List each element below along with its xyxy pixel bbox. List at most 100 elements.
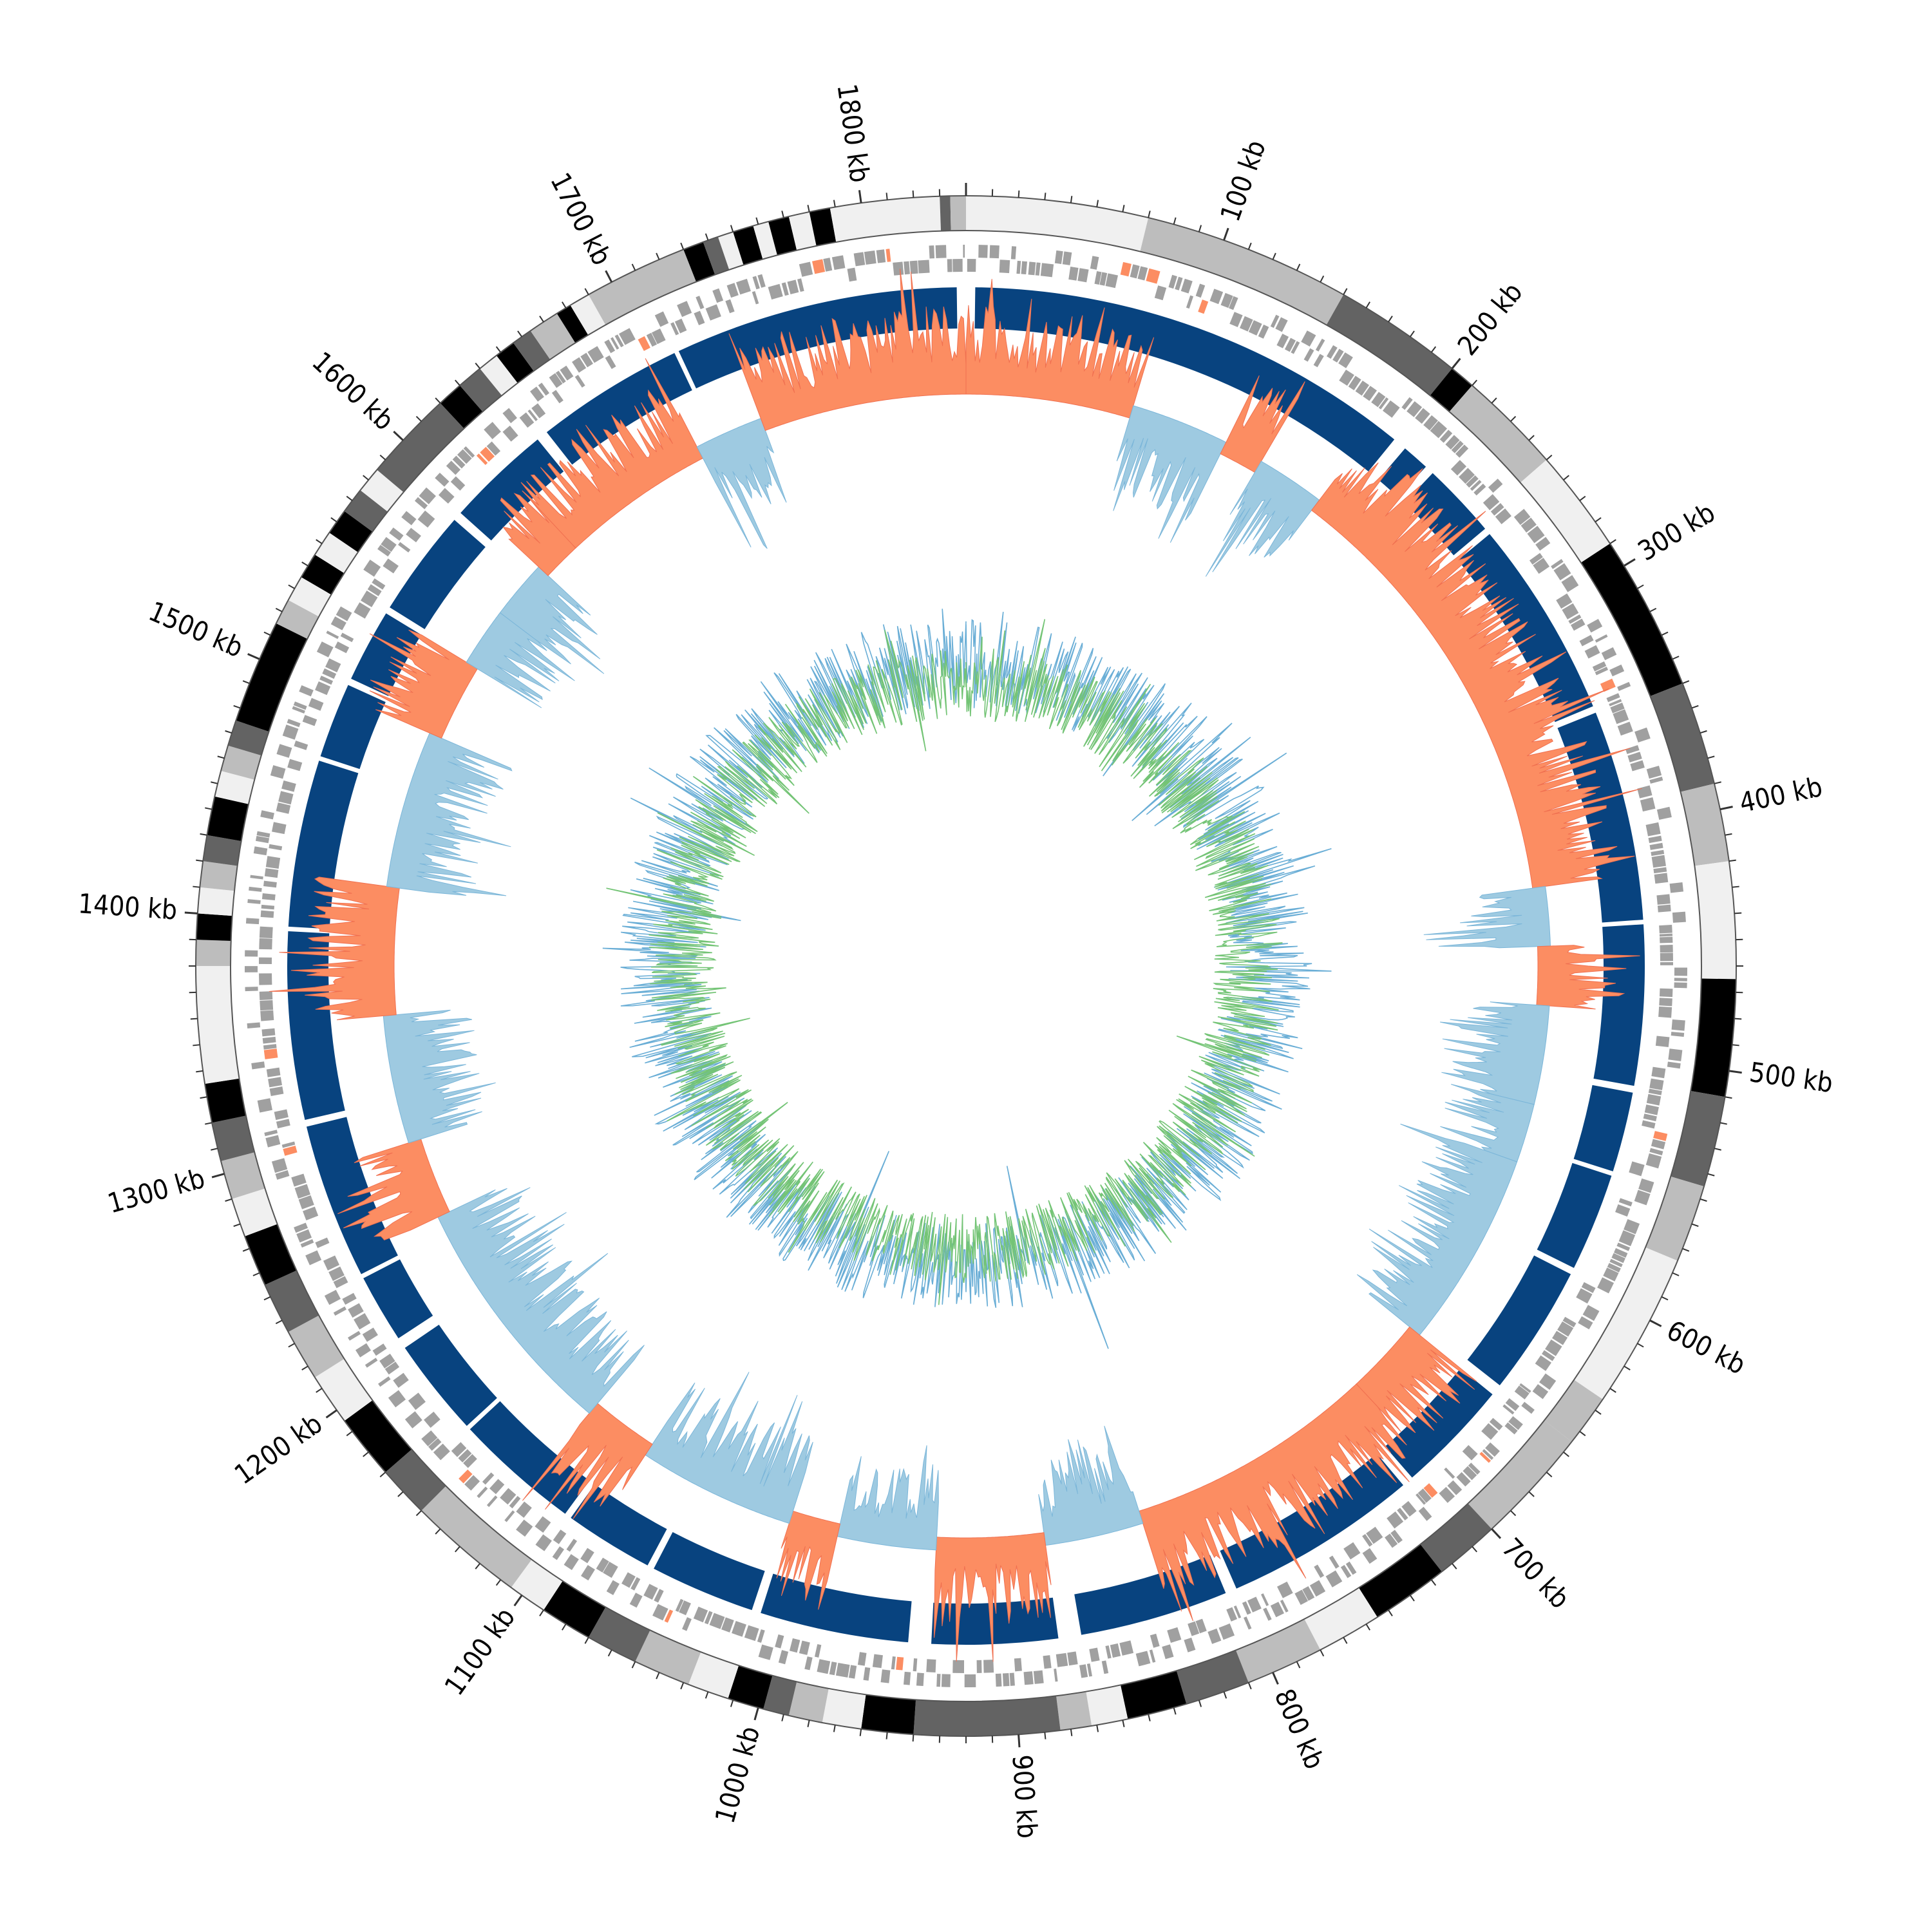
band-25 [861, 1694, 916, 1735]
block-segment-4 [1457, 534, 1593, 723]
gene-mark-183 [1481, 1423, 1499, 1440]
gene-mark-63 [1455, 444, 1469, 458]
gene-mark-37 [1275, 317, 1288, 332]
band-45 [205, 1078, 246, 1123]
gene-mark-414 [322, 668, 337, 679]
gene-mark-290 [652, 1604, 668, 1621]
minor-tick [1579, 1430, 1586, 1437]
minor-tick [1430, 346, 1437, 353]
tick-label-400: 400 kb [1737, 771, 1825, 819]
gene-mark-172 [1535, 1355, 1551, 1371]
gene-mark-115 [1653, 867, 1667, 874]
minor-tick [631, 1661, 636, 1669]
minor-tick [1365, 1624, 1370, 1631]
gene-mark-312 [486, 1495, 498, 1508]
gene-mark-188 [1468, 1463, 1481, 1475]
gc-region-16 [645, 1372, 813, 1524]
gene-mark-267 [857, 1652, 867, 1666]
gene-mark-104 [1630, 760, 1645, 772]
gene-mark-31 [1229, 296, 1238, 310]
gene-mark-200 [1387, 1511, 1404, 1529]
gene-mark-349 [294, 1222, 308, 1233]
minor-tick [1637, 1343, 1644, 1348]
gene-mark-378 [259, 957, 272, 964]
major-tick [1719, 806, 1733, 811]
gene-mark-186 [1479, 1452, 1492, 1463]
gene-mark-28 [1198, 299, 1209, 314]
gene-mark-425 [372, 578, 386, 590]
minor-tick [781, 211, 784, 218]
minor-tick [225, 730, 232, 734]
minor-tick [1661, 1296, 1669, 1301]
band-28 [763, 1675, 797, 1716]
gene-mark-10 [1054, 250, 1063, 265]
gene-mark-479 [725, 299, 735, 314]
gene-mark-364 [268, 1077, 282, 1088]
minor-tick [1409, 330, 1415, 337]
gene-mark-195 [1417, 1488, 1432, 1503]
minor-tick [1707, 1173, 1715, 1177]
gene-mark-341 [324, 1289, 341, 1305]
minor-tick [1719, 1122, 1727, 1125]
gene-mark-430 [398, 542, 411, 553]
gene-mark-239 [1089, 1647, 1100, 1662]
gene-mark-480 [726, 283, 739, 298]
band-41 [245, 1224, 297, 1285]
gene-mark-336 [348, 1331, 361, 1341]
gene-mark-136 [1668, 1048, 1683, 1061]
gene-mark-339 [333, 1306, 346, 1316]
gene-mark-258 [926, 1659, 936, 1672]
gc-content-track [269, 269, 1642, 1662]
minor-tick [1700, 730, 1707, 734]
band-9 [1694, 861, 1737, 980]
minor-tick [1637, 584, 1644, 589]
gene-mark-108 [1640, 797, 1656, 812]
gene-mark-6 [1021, 261, 1027, 275]
minor-tick [705, 233, 709, 241]
band-17 [1358, 1544, 1442, 1618]
minor-tick [912, 1734, 914, 1742]
gene-mark-207 [1345, 1561, 1357, 1575]
tick-marks [184, 183, 1743, 1748]
minor-tick [730, 1700, 734, 1707]
band-8 [1680, 783, 1729, 866]
gene-mark-231 [1162, 1644, 1174, 1660]
gene-mark-21 [1146, 268, 1160, 284]
gene-mark-369 [262, 1036, 276, 1044]
minor-tick [275, 607, 283, 612]
major-tick [1272, 1672, 1279, 1685]
band-84 [950, 196, 966, 231]
minor-tick [1624, 1365, 1631, 1370]
minor-tick [200, 1096, 207, 1099]
minor-tick [252, 1272, 260, 1276]
band-31 [635, 1630, 701, 1685]
block-segment-24 [351, 613, 422, 696]
gene-mark-242 [1067, 1651, 1078, 1666]
gene-mark-233 [1149, 1649, 1156, 1663]
gene-mark-348 [296, 1229, 312, 1243]
band-7 [1650, 683, 1714, 792]
gene-mark-156 [1616, 1242, 1631, 1251]
gene-mark-503 [935, 245, 947, 258]
band-66 [459, 368, 502, 412]
gene-mark-257 [936, 1674, 941, 1687]
major-tick [858, 190, 862, 204]
gene-mark-110 [1645, 822, 1661, 837]
gene-mark-94 [1600, 678, 1616, 692]
band-58 [288, 577, 332, 617]
gene-mark-247 [1023, 1671, 1034, 1685]
gene-mark-293 [629, 1593, 643, 1608]
gene-mark-287 [679, 1600, 691, 1616]
gene-mark-92 [1595, 667, 1609, 676]
gene-mark-505 [952, 259, 963, 272]
gene-mark-375 [245, 987, 258, 992]
gene-mark-468 [638, 336, 650, 352]
gene-mark-229 [1184, 1637, 1196, 1653]
gene-mark-43 [1315, 338, 1325, 352]
block-segment-21 [287, 931, 345, 1121]
gene-mark-202 [1385, 1533, 1398, 1548]
gene-mark-385 [247, 899, 261, 904]
gene-mark-124 [1660, 944, 1673, 953]
minor-tick [1691, 1223, 1699, 1227]
minor-tick [1122, 1719, 1125, 1727]
